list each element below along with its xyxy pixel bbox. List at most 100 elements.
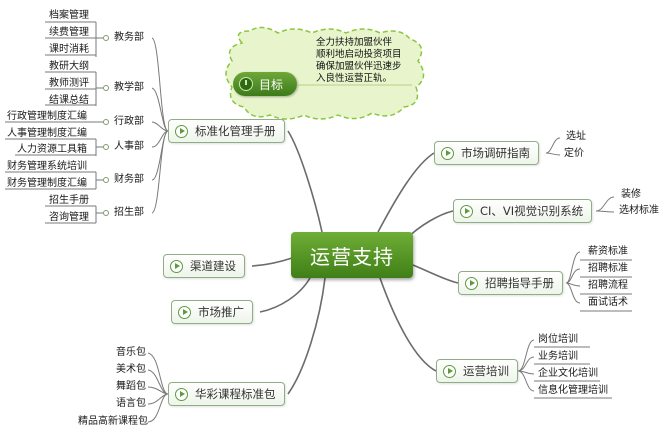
leaf-item[interactable]: 招聘流程 [588, 280, 628, 291]
play-circle-icon [178, 305, 191, 319]
play-circle-icon [460, 204, 473, 218]
leaf-item[interactable]: 行政管理制度汇编 [7, 111, 87, 122]
link-training-items [517, 339, 535, 392]
connector-training [379, 277, 437, 372]
leaf-item[interactable]: 课时消耗 [49, 44, 89, 55]
goal-cloud [225, 26, 425, 120]
connector-channel [251, 257, 293, 267]
leaf-item[interactable]: 招生手册 [49, 195, 89, 206]
play-circle-icon [170, 259, 183, 273]
topic-recruit[interactable]: 招聘指导手册 [458, 271, 563, 295]
play-circle-icon [175, 124, 188, 138]
leaf-item[interactable]: 美术包 [116, 364, 146, 375]
recruit-underlines [580, 259, 632, 312]
link-caiwu-items [5, 171, 103, 190]
topic-promo[interactable]: 市场推广 [171, 300, 253, 324]
topic-research[interactable]: 市场调研指南 [434, 141, 539, 165]
leaf-item[interactable]: 教师测评 [49, 78, 89, 89]
topic-channel[interactable]: 渠道建设 [163, 254, 245, 278]
leaf-item[interactable]: 结课总结 [49, 95, 89, 106]
collapse-dot[interactable] [103, 119, 109, 125]
leaf-item[interactable]: 装修 [621, 189, 641, 200]
leaf-item[interactable]: 人事管理制度汇编 [7, 128, 87, 139]
topic-training[interactable]: 运营培训 [436, 359, 518, 383]
leaf-item[interactable]: 面试话术 [588, 297, 628, 308]
sub-connectors [5, 21, 632, 423]
connector-recruit [412, 264, 459, 284]
connector-course [287, 277, 326, 395]
connector-manual [287, 130, 323, 233]
topic-label: 标准化管理手册 [195, 124, 276, 138]
central-topic[interactable]: 运营支持 [291, 232, 413, 278]
play-circle-icon [465, 276, 478, 290]
group-caiwu[interactable]: 财务部 [114, 174, 144, 185]
topic-label: 市场调研指南 [461, 146, 530, 160]
leaf-item[interactable]: 企业文化培训 [538, 368, 598, 379]
goal-line: 全力扶持加盟伙伴 [316, 37, 393, 48]
leaf-item[interactable]: 财务管理系统培训 [7, 161, 87, 172]
leaf-item[interactable]: 定价 [564, 148, 584, 159]
leaf-item[interactable]: 业务培训 [538, 351, 578, 362]
collapse-dot[interactable] [103, 177, 109, 183]
group-renshi[interactable]: 人事部 [114, 141, 144, 152]
goal-topic[interactable]: 目标 [233, 72, 297, 96]
leaf-item[interactable]: 信息化管理培训 [538, 385, 608, 396]
link-manual-jiaowu [151, 37, 169, 132]
leaf-item[interactable]: 岗位培训 [538, 334, 578, 345]
collapse-dot[interactable] [103, 144, 109, 150]
topic-vi[interactable]: CI、VI视觉识别系统 [453, 199, 593, 223]
goal-line: 确保加盟伙伴迅速步 [316, 61, 402, 72]
training-underlines [534, 346, 612, 399]
topic-label: 渠道建设 [190, 259, 236, 273]
link-zhaosheng-items [45, 205, 103, 224]
goal-line: 入良性运营正轨。 [316, 73, 393, 84]
topic-label: 华彩课程标准包 [195, 387, 276, 401]
topic-label: 招聘指导手册 [485, 276, 554, 290]
play-circle-icon [175, 387, 188, 401]
gauge-icon [239, 77, 253, 91]
link-recruit-items [565, 251, 581, 304]
leaf-item[interactable]: 语言包 [116, 398, 146, 409]
play-circle-icon [441, 146, 454, 160]
link-jiaowu-items [45, 21, 103, 57]
link-renshi-items [5, 138, 103, 156]
group-jiaoxue[interactable]: 教学部 [114, 82, 144, 93]
collapse-dot[interactable] [103, 85, 109, 91]
link-vi-items [595, 196, 615, 213]
group-zhaosheng[interactable]: 招生部 [114, 207, 144, 218]
topic-label: 运营培训 [463, 364, 509, 378]
collapse-dot[interactable] [103, 210, 109, 216]
leaf-item[interactable]: 精品高新课程包 [78, 416, 148, 427]
topic-course[interactable]: 华彩课程标准包 [168, 382, 285, 406]
play-circle-icon [443, 364, 456, 378]
group-jiaowu[interactable]: 教务部 [114, 32, 144, 43]
leaf-item[interactable]: 档案管理 [49, 10, 89, 21]
leaf-item[interactable]: 音乐包 [116, 347, 146, 358]
group-xingzheng[interactable]: 行政部 [114, 116, 144, 127]
link-manual-xingzheng [151, 121, 169, 132]
leaf-item[interactable]: 选址 [566, 131, 586, 142]
goal-label: 目标 [259, 77, 284, 92]
link-manual-jiaoxue [151, 87, 169, 132]
link-course-items [147, 352, 169, 423]
leaf-item[interactable]: 招聘标准 [588, 263, 628, 274]
link-jiaoxue-items [45, 71, 103, 106]
leaf-item[interactable]: 人力资源工具箱 [17, 144, 87, 155]
leaf-item[interactable]: 教研大纲 [49, 61, 89, 72]
leaf-item[interactable]: 财务管理制度汇编 [7, 178, 87, 189]
collapse-dot[interactable] [103, 35, 109, 41]
link-manual-zhaosheng [151, 130, 169, 214]
leaf-item[interactable]: 续费管理 [49, 27, 89, 38]
topic-label: 市场推广 [198, 305, 244, 319]
connector-research [377, 152, 435, 233]
topic-label: CI、VI视觉识别系统 [480, 204, 584, 218]
goal-note: 全力扶持加盟伙伴 顺利地启动投资项目 确保加盟伙伴迅速步 入良性运营正轨。 [316, 37, 426, 85]
leaf-item[interactable]: 咨询管理 [49, 212, 89, 223]
leaf-item[interactable]: 选材标准 [619, 205, 659, 216]
connector-promo [259, 277, 311, 313]
topic-manual[interactable]: 标准化管理手册 [168, 119, 285, 143]
leaf-item[interactable]: 舞蹈包 [116, 381, 146, 392]
goal-line: 顺利地启动投资项目 [316, 49, 402, 60]
leaf-item[interactable]: 薪资标准 [588, 246, 628, 257]
